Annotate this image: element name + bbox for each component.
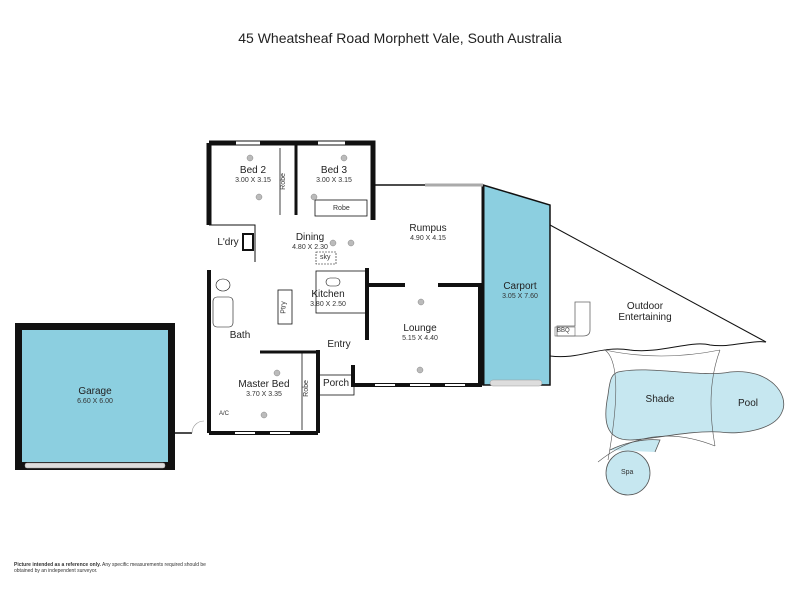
- spa-label: Spa: [621, 469, 634, 476]
- carport-shape: [481, 183, 551, 387]
- house-walls: [206, 140, 483, 435]
- room-bed-2: Bed 2 3.00 X 3.15: [235, 165, 271, 184]
- outdoor-area-shape: [549, 224, 767, 358]
- room-bed-3: Bed 3 3.00 X 3.15: [316, 165, 352, 184]
- room-carport: Carport 3.05 X 7.60: [502, 281, 538, 300]
- room-robe-3: Robe: [302, 380, 310, 397]
- room-entry: Entry: [327, 339, 351, 350]
- room-porch: Porch: [322, 378, 350, 389]
- pool-label: Pool: [737, 398, 758, 409]
- room-master-bed: Master Bed 3.70 X 3.35: [238, 379, 290, 398]
- garage-shape: [15, 323, 205, 470]
- room-rumpus: Rumpus 4.90 X 4.15: [409, 223, 447, 242]
- room-robe-1: Robe: [279, 173, 287, 190]
- room-kitchen: Kitchen 3.80 X 2.50: [310, 289, 346, 308]
- room-laundry: L'dry: [217, 237, 239, 248]
- room-robe-2: Robe: [333, 205, 350, 212]
- pool-shapes: [597, 349, 784, 496]
- room-bath: Bath: [229, 330, 251, 341]
- room-lounge: Lounge 5.15 X 4.40: [402, 323, 438, 342]
- room-dining: Dining 4.80 X 2.30: [292, 232, 328, 251]
- shade-label: Shade: [645, 394, 675, 405]
- bbq-label: BBQ: [557, 328, 570, 334]
- light-fixtures: [246, 154, 425, 419]
- room-pantry: Ptry: [280, 301, 288, 314]
- page-title: 45 Wheatsheaf Road Morphett Vale, South …: [238, 30, 562, 46]
- disclaimer: Picture intended as a reference only. An…: [14, 562, 206, 574]
- room-garage: Garage 6.60 X 6.00: [77, 386, 113, 405]
- skylight-label: sky: [320, 254, 331, 261]
- outdoor-entertaining: Outdoor Entertaining: [618, 301, 672, 323]
- ac-label: A/C: [219, 411, 230, 417]
